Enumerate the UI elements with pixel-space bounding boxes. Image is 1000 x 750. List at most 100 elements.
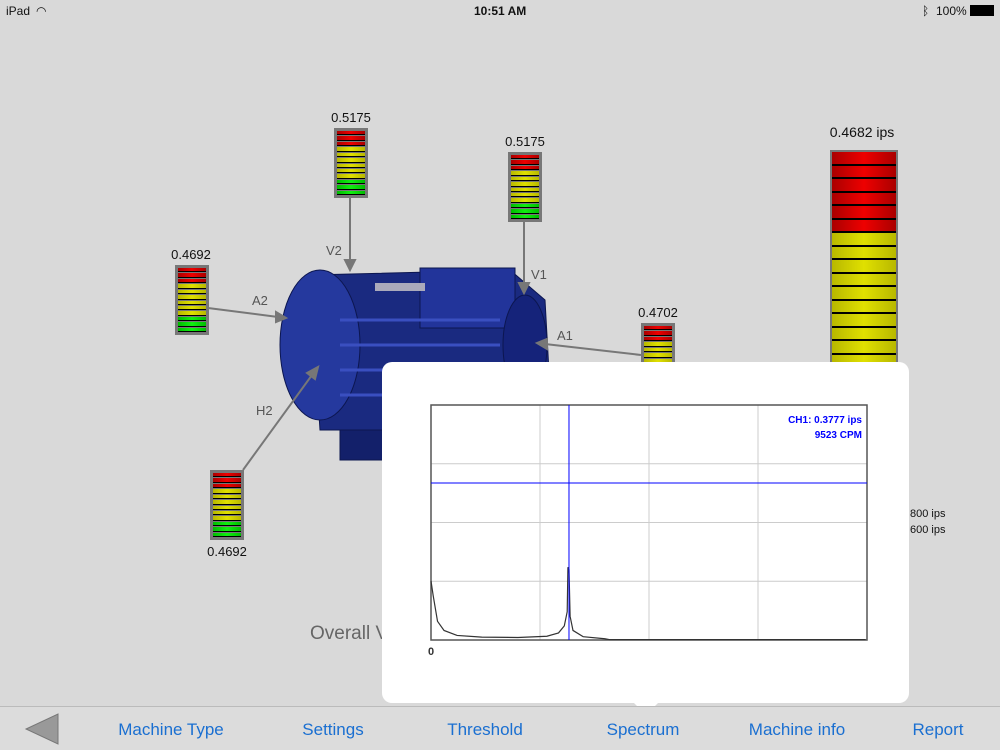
meter-segment xyxy=(178,273,206,278)
sensor-value: 0.4702 xyxy=(638,305,678,320)
wifi-icon: ◠ xyxy=(36,4,47,18)
meter-segment xyxy=(213,532,241,538)
meter-segment xyxy=(511,171,539,176)
meter-segment xyxy=(832,327,896,341)
sensor-arrows xyxy=(207,198,642,471)
meter-segment xyxy=(511,192,539,198)
tab-settings[interactable]: Settings xyxy=(302,720,364,739)
sensor-label-v1: V1 xyxy=(531,267,547,282)
clock: 10:51 AM xyxy=(474,4,527,18)
meter-segment xyxy=(337,168,365,174)
scale-label: 600 ips xyxy=(910,524,946,536)
meter-segment xyxy=(178,295,206,300)
tab-spectrum[interactable]: Spectrum xyxy=(606,720,680,739)
meter-segment xyxy=(178,300,206,305)
spectrum-popup: CH1: 0.3777 ips 9523 CPM 0 xyxy=(382,362,909,715)
sensor-value: 0.5175 xyxy=(331,110,371,125)
meter-segment xyxy=(213,494,241,500)
meter-segment xyxy=(511,214,539,220)
sensor-meter-v1[interactable] xyxy=(508,152,542,222)
meter-segment xyxy=(644,331,672,336)
status-bar: iPad ◠ 10:51 AM ᛒ 100% xyxy=(0,0,1000,20)
meter-segment xyxy=(644,336,672,342)
tab-report[interactable]: Report xyxy=(912,720,964,739)
meter-segment xyxy=(832,152,896,166)
meter-segment xyxy=(832,165,896,179)
meter-segment xyxy=(213,527,241,532)
meter-segment xyxy=(178,316,206,322)
meter-segment xyxy=(511,165,539,171)
tab-threshold[interactable]: Threshold xyxy=(447,720,523,739)
sensor-meter-v2[interactable] xyxy=(334,128,368,198)
meter-segment xyxy=(832,287,896,301)
battery-icon xyxy=(970,5,994,16)
cursor-readout: 9523 CPM xyxy=(815,430,862,441)
meter-segment xyxy=(511,155,539,160)
meter-segment xyxy=(511,209,539,214)
meter-segment xyxy=(213,483,241,489)
tab-machine-type[interactable]: Machine Type xyxy=(118,720,224,739)
meter-segment xyxy=(511,198,539,203)
meter-segment xyxy=(832,192,896,206)
scale-label: 800 ips xyxy=(910,508,946,520)
meter-segment xyxy=(178,284,206,289)
overall-value: 0.4682 ips xyxy=(829,124,895,140)
meter-segment xyxy=(213,510,241,516)
back-icon[interactable] xyxy=(24,713,60,745)
meter-segment xyxy=(832,300,896,314)
meter-segment xyxy=(511,182,539,187)
meter-segment xyxy=(213,516,241,521)
sensor-label-h2: H2 xyxy=(256,403,273,418)
meter-segment xyxy=(832,206,896,220)
meter-segment xyxy=(178,278,206,284)
meter-segment xyxy=(511,203,539,209)
meter-segment xyxy=(644,353,672,358)
sensor-value: 0.4692 xyxy=(171,247,211,262)
tab-machine-info[interactable]: Machine info xyxy=(748,720,846,739)
cursor-readout: CH1: 0.3777 ips xyxy=(788,415,862,426)
meter-segment xyxy=(832,233,896,247)
spectrum-chart: CH1: 0.3777 ips 9523 CPM 0 xyxy=(428,404,868,658)
meter-segment xyxy=(213,521,241,527)
meter-segment xyxy=(337,152,365,158)
meter-segment xyxy=(337,141,365,147)
meter-segment xyxy=(337,174,365,179)
sensor-label-a2: A2 xyxy=(252,293,268,308)
sensor-label-a1: A1 xyxy=(557,328,573,343)
battery-percent: 100% xyxy=(936,4,967,18)
meter-segment xyxy=(213,500,241,505)
sensor-value: 0.5175 xyxy=(505,134,545,149)
meter-segment xyxy=(832,260,896,274)
sensor-meter-a2[interactable] xyxy=(175,265,209,335)
meter-segment xyxy=(644,342,672,347)
meter-segment xyxy=(337,131,365,136)
meter-segment xyxy=(337,185,365,190)
meter-segment xyxy=(832,179,896,193)
meter-segment xyxy=(644,347,672,353)
device-label: iPad xyxy=(6,4,31,18)
meter-segment xyxy=(178,327,206,333)
meter-segment xyxy=(832,246,896,260)
meter-segment xyxy=(178,322,206,327)
meter-segment xyxy=(832,273,896,287)
meter-segment xyxy=(178,305,206,311)
x-tick-label: 0 xyxy=(428,646,434,658)
bluetooth-icon: ᛒ xyxy=(922,4,930,18)
sensor-meter-h2[interactable] xyxy=(210,470,244,540)
tab-bar: Machine Type Settings Threshold Spectrum… xyxy=(0,706,1000,750)
meter-segment xyxy=(511,160,539,165)
meter-segment xyxy=(337,163,365,168)
meter-segment xyxy=(337,179,365,185)
meter-segment xyxy=(213,489,241,494)
overall-caption: Overall V xyxy=(310,623,389,644)
meter-segment xyxy=(337,158,365,163)
meter-segment xyxy=(337,190,365,196)
meter-segment xyxy=(832,341,896,355)
meter-segment xyxy=(178,268,206,273)
sensor-value: 0.4692 xyxy=(207,544,247,559)
meter-segment xyxy=(178,289,206,295)
meter-segment xyxy=(213,473,241,478)
meter-segment xyxy=(644,326,672,331)
meter-segment xyxy=(511,176,539,182)
meter-segment xyxy=(832,219,896,233)
